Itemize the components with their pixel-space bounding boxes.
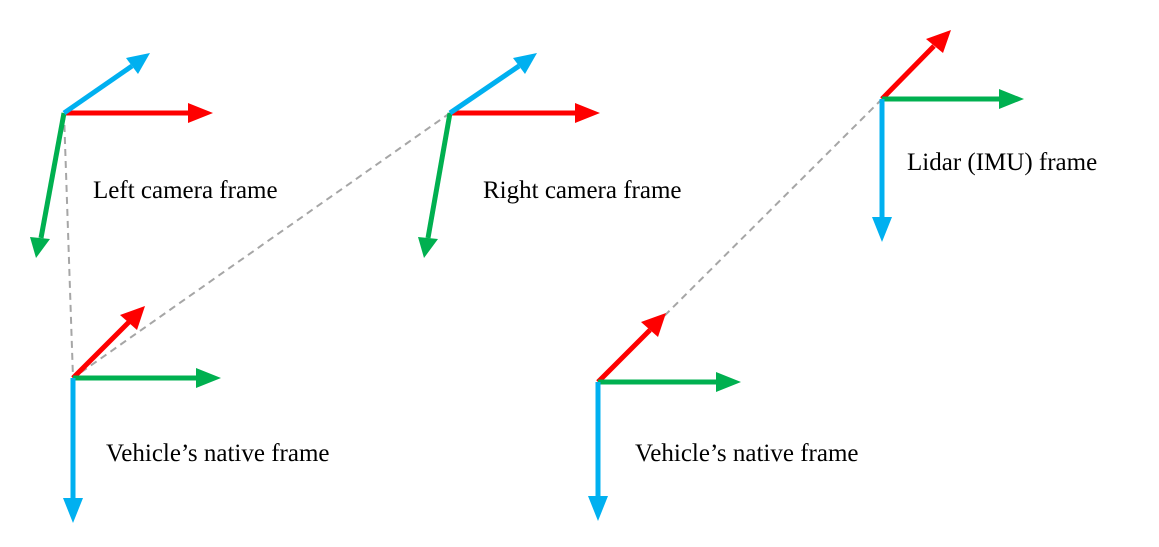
label-right-camera-frame: Right camera frame [483, 177, 682, 204]
label-left-camera-frame: Left camera frame [93, 177, 278, 204]
link-left-camera-to-vehicle [63, 112, 74, 379]
lidar-axes [872, 30, 1024, 242]
vehicle-left-z-axis [63, 378, 83, 523]
left-camera-z-axis [62, 53, 150, 116]
left-camera-axes [30, 53, 213, 258]
vehicle-right-y-axis [598, 372, 741, 392]
label-vehicle-native-frame-right: Vehicle’s native frame [635, 440, 859, 467]
vehicle-right-axes [588, 313, 741, 521]
label-vehicle-native-frame-left: Vehicle’s native frame [106, 440, 330, 467]
label-lidar-imu-frame: Lidar (IMU) frame [907, 149, 1097, 176]
lidar-x-axis [880, 30, 951, 101]
frame-links [63, 98, 883, 383]
vehicle-right-z-axis [588, 382, 608, 521]
vehicle-left-x-axis [71, 306, 145, 380]
lidar-y-axis [882, 89, 1024, 109]
left-camera-x-axis [64, 103, 213, 123]
right-camera-z-axis [448, 53, 537, 116]
right-camera-axes [418, 53, 600, 258]
vehicle-right-x-axis [596, 313, 666, 384]
right-camera-y-axis [418, 112, 453, 258]
link-lidar-to-vehicle [597, 98, 883, 383]
vehicle-left-y-axis [73, 368, 221, 388]
right-camera-x-axis [450, 103, 600, 123]
vehicle-left-axes [63, 306, 221, 523]
link-right-camera-to-vehicle [72, 112, 451, 379]
lidar-z-axis [872, 99, 892, 242]
left-camera-y-axis [30, 112, 67, 258]
